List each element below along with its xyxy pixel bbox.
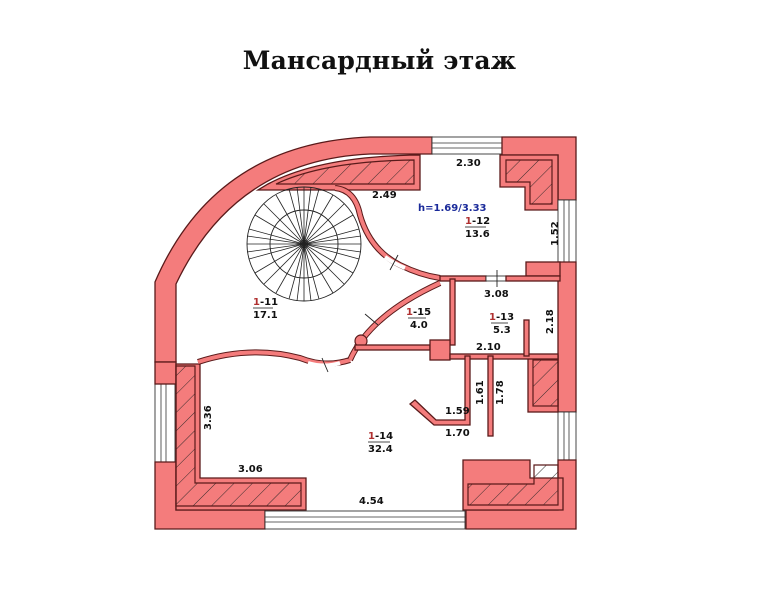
dim-2-18: 2.18 [545, 309, 556, 334]
left-wall-lower [154, 361, 266, 530]
dim-2-10: 2.10 [476, 342, 501, 353]
dim-3-06: 3.06 [238, 464, 263, 475]
window-left [154, 383, 176, 463]
hatched-block-top-right [499, 154, 559, 211]
dim-4-54: 4.54 [359, 496, 384, 507]
svg-text:1-14: 1-14 [368, 431, 393, 442]
right-wall [465, 199, 577, 530]
svg-text:1-11: 1-11 [253, 297, 278, 308]
dim-1-52: 1.52 [550, 221, 561, 246]
interior-wall-wavy [197, 280, 442, 373]
svg-text:1-13: 1-13 [489, 312, 514, 323]
hatched-block-top-left [255, 154, 421, 191]
room-label-1-11: 1-11 17.1 [253, 297, 278, 321]
room-label-1-14: 1-14 32.4 [368, 431, 393, 455]
partition-walls-center [354, 278, 559, 437]
room-label-1-12: 1-12 13.6 [465, 216, 490, 240]
window-right-lower [557, 411, 577, 461]
window-top [431, 136, 503, 155]
hatched-block-bottom-right [462, 459, 564, 511]
svg-text:5.3: 5.3 [493, 325, 511, 336]
dim-3-36: 3.36 [203, 405, 214, 430]
svg-text:17.1: 17.1 [253, 310, 278, 321]
svg-text:1-12: 1-12 [465, 216, 490, 227]
spiral-staircase [246, 186, 362, 302]
hatched-block-right-mid [527, 355, 559, 413]
svg-text:4.0: 4.0 [410, 320, 428, 331]
page-title: Мансардный этаж [242, 46, 517, 75]
height-label: h=1.69/3.33 [418, 203, 487, 214]
dim-1-78: 1.78 [495, 380, 506, 405]
dim-3-08: 3.08 [484, 289, 509, 300]
dim-2-49: 2.49 [372, 190, 397, 201]
svg-text:32.4: 32.4 [368, 444, 393, 455]
room-label-1-13: 1-13 5.3 [489, 312, 514, 336]
partition-1-12 [439, 270, 561, 287]
hatched-block-left [175, 363, 307, 511]
dim-1-61: 1.61 [475, 380, 486, 405]
dim-1-70: 1.70 [445, 428, 470, 439]
dim-1-59: 1.59 [445, 406, 470, 417]
svg-text:1-15: 1-15 [406, 307, 431, 318]
stair-enclosure-wall [334, 185, 441, 281]
room-label-1-15: 1-15 4.0 [406, 307, 431, 331]
svg-text:13.6: 13.6 [465, 229, 490, 240]
dim-2-30: 2.30 [456, 158, 481, 169]
bottom-window [264, 510, 466, 530]
